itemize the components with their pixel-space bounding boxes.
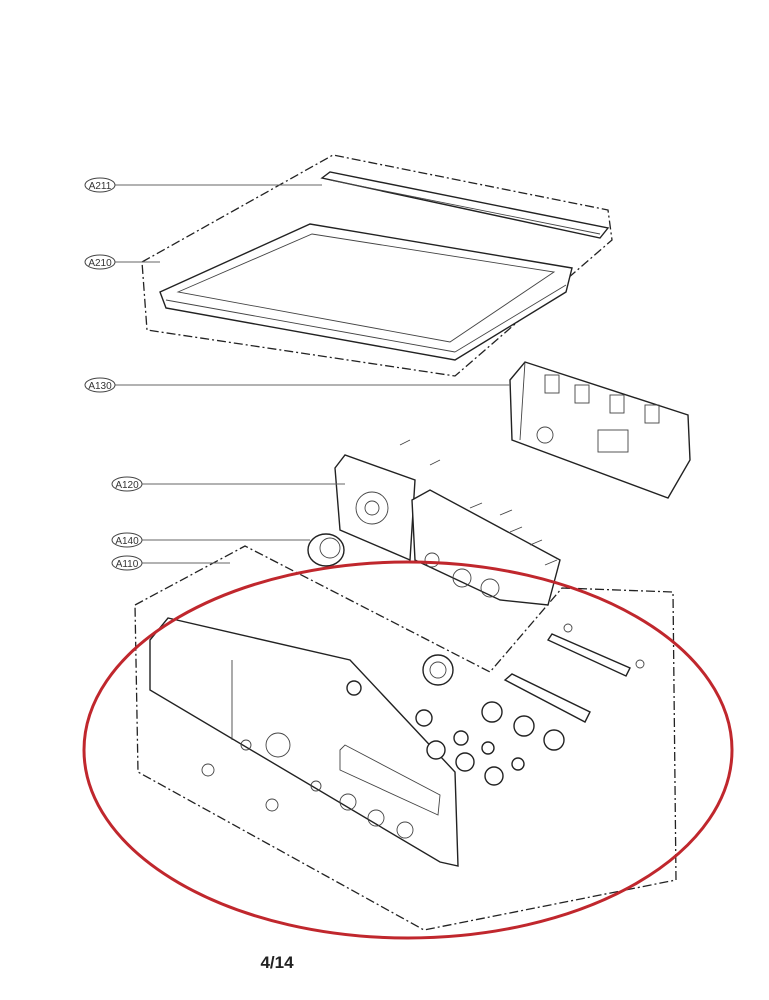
- top-assembly-outline: [141, 154, 613, 377]
- label-a120: A120: [111, 476, 143, 492]
- control-panel-part-a110: [149, 617, 645, 867]
- label-a211: A211: [84, 177, 116, 193]
- rail-part-a211: [320, 171, 610, 239]
- label-a140: A140: [111, 532, 143, 548]
- display-board-part-a120: [334, 454, 561, 606]
- part-label: A140: [115, 536, 139, 547]
- knob-part-a140: [307, 533, 345, 567]
- pcb-housing-part-a130: [509, 361, 691, 499]
- control-panel-outline: [134, 545, 677, 931]
- part-label: A211: [89, 181, 112, 192]
- page-number: 4/14: [260, 953, 294, 972]
- part-label: A130: [88, 381, 112, 392]
- part-label: A120: [115, 480, 139, 491]
- label-a110: A110: [111, 555, 143, 571]
- screws: [399, 439, 558, 566]
- part-label: A210: [88, 258, 112, 269]
- label-a130: A130: [84, 377, 116, 393]
- highlight-ellipse: [82, 560, 734, 940]
- part-label: A110: [116, 559, 139, 570]
- label-a210: A210: [84, 254, 116, 270]
- lid-part-a210: [159, 223, 573, 361]
